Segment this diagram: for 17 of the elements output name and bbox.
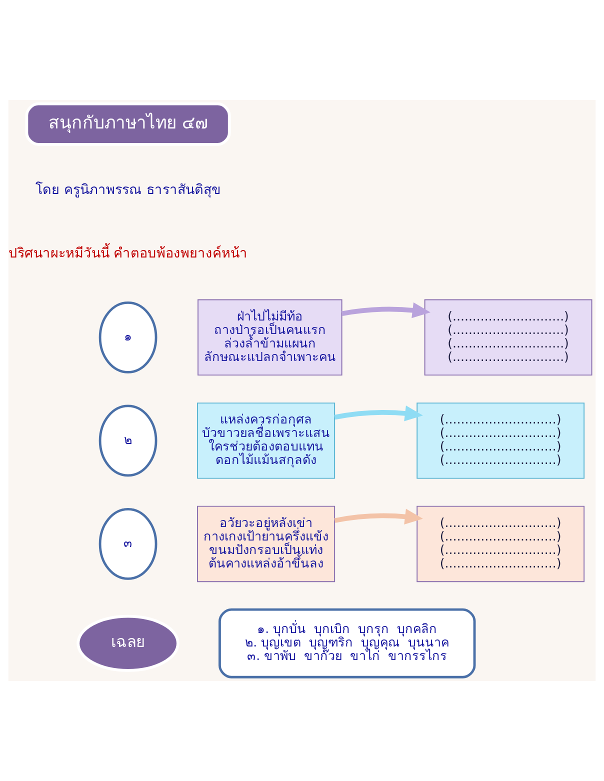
node-box: อวัยวะอยู่หลังเข่า กางเกงเป้ายานครึ่งแข้ง ขนมปังกรอบเป็นแท่ง ต้นคางแหล่งอ้าขึ้นลง: [197, 506, 336, 582]
node-box: ฝ่าไปไม่มีท้อ ถางป่ารอเป็นคนแรก ล่วงล้ำข้ามแผนก ลักษณะแปลกจำเพาะคน: [198, 299, 342, 376]
node-box: ๑. บุกบั่น บุกเบิก บุกรุก บุกคลิก ๒. บุญเขต บุญฑริก บุญคุณ บุนนาค ๓. ขาพับ ขาก๊วย ขาไก่ ขากรรไกร: [218, 608, 476, 678]
arrow: [334, 508, 423, 524]
arrow: [334, 406, 423, 422]
node-ellipse: เฉลย: [76, 614, 180, 672]
node-box: (............................) (............................) (............................) (............................): [416, 402, 585, 479]
arrow: [342, 302, 430, 318]
node-box: (............................) (............................) (............................) (............................): [416, 506, 585, 582]
node-box: สนุกกับภาษาไทย ๔๗: [25, 102, 231, 146]
label: โดย ครูนิภาพรรณ ธาราสันติสุข: [36, 182, 220, 198]
node-box: (............................) (............................) (............................) (............................): [424, 299, 592, 376]
node-ellipse: ๓: [98, 508, 158, 580]
label: ปริศนาผะหมีวันนี้ คำตอบพ้องพยางค์หน้า: [8, 246, 248, 262]
node-ellipse: ๒: [98, 404, 158, 477]
node-ellipse: ๑: [98, 301, 158, 374]
node-box: แหล่งควรก่อกุศล บัวขาวยลชื่อเพราะแสน ใครช่วยต้องตอบแทน ดอกไม้แม้นสกุลดัง: [197, 402, 336, 479]
